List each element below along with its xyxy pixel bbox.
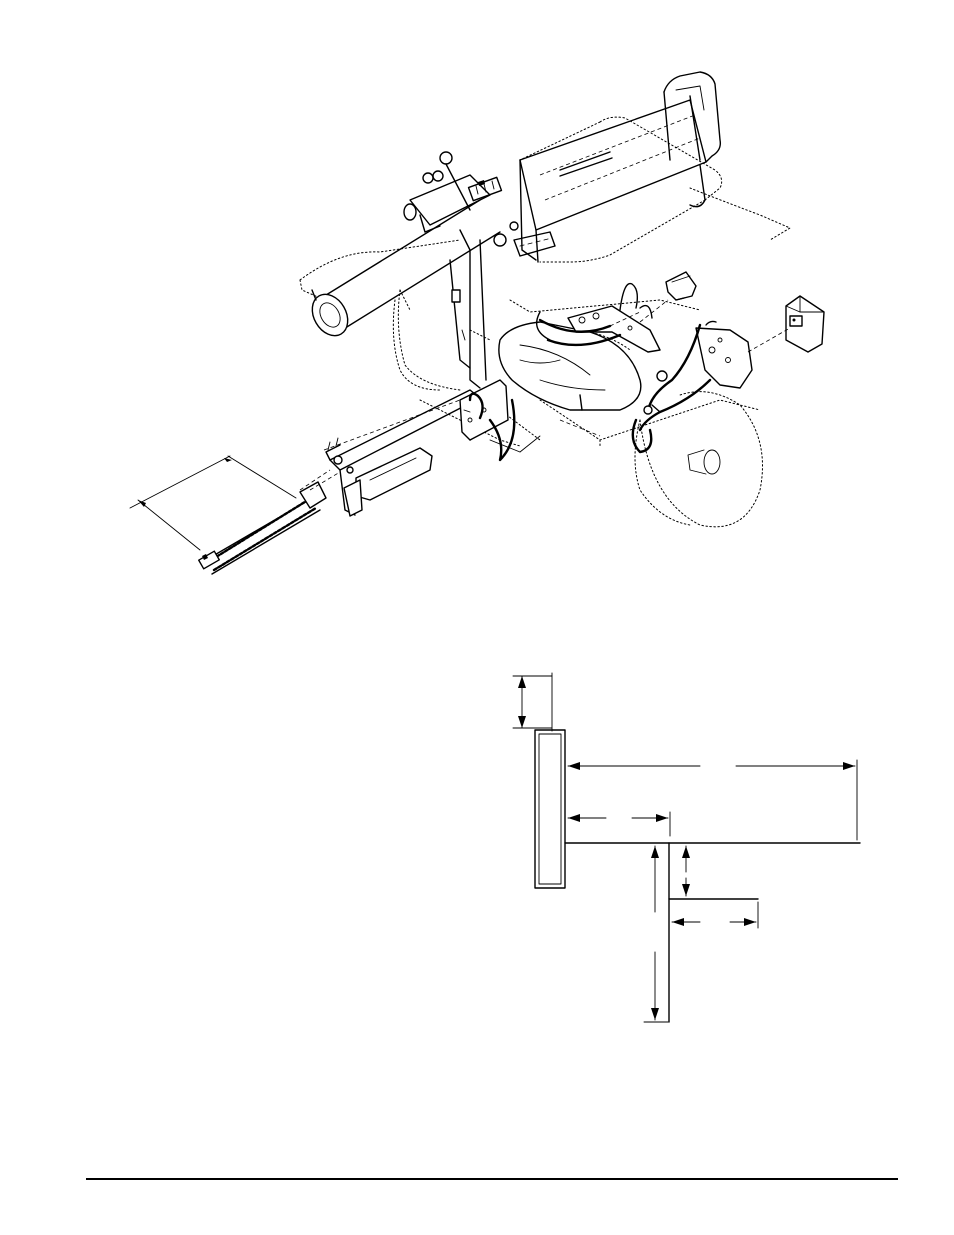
- small-light-housing: [665, 271, 697, 301]
- splitter-beam-outline: [299, 116, 792, 299]
- left-wheel: [392, 299, 441, 391]
- assembly-alignment-lines: [299, 299, 791, 491]
- tongue-dimension-lines: [489, 435, 541, 453]
- long-horizontal-dimension: [567, 759, 858, 841]
- post-vertical-dimension: [643, 845, 669, 1023]
- step-vertical-dimension: [682, 845, 690, 897]
- engine-mount-frame: [397, 229, 487, 391]
- wire-harness-connector: [198, 471, 341, 575]
- light-bracket-right: [695, 327, 753, 389]
- top-vertical-dimension: [512, 672, 553, 732]
- main-beam: [519, 99, 707, 263]
- tail-light-box: [785, 295, 825, 353]
- step-horizontal-line: [668, 898, 759, 929]
- short-horizontal-dimension: [567, 811, 671, 837]
- hydraulic-cylinder: [311, 199, 501, 337]
- control-valve: [403, 151, 556, 257]
- hydraulic-tank: [498, 321, 642, 411]
- right-wheel: [634, 391, 763, 528]
- wiring-harness-illustration: [129, 71, 825, 575]
- footer-rule: [86, 1178, 898, 1180]
- harness-dimension: [129, 455, 297, 551]
- light-bar-rect: [534, 729, 566, 889]
- wiring-harness-cables: [536, 311, 717, 454]
- tongue-light-bracket: [459, 379, 516, 462]
